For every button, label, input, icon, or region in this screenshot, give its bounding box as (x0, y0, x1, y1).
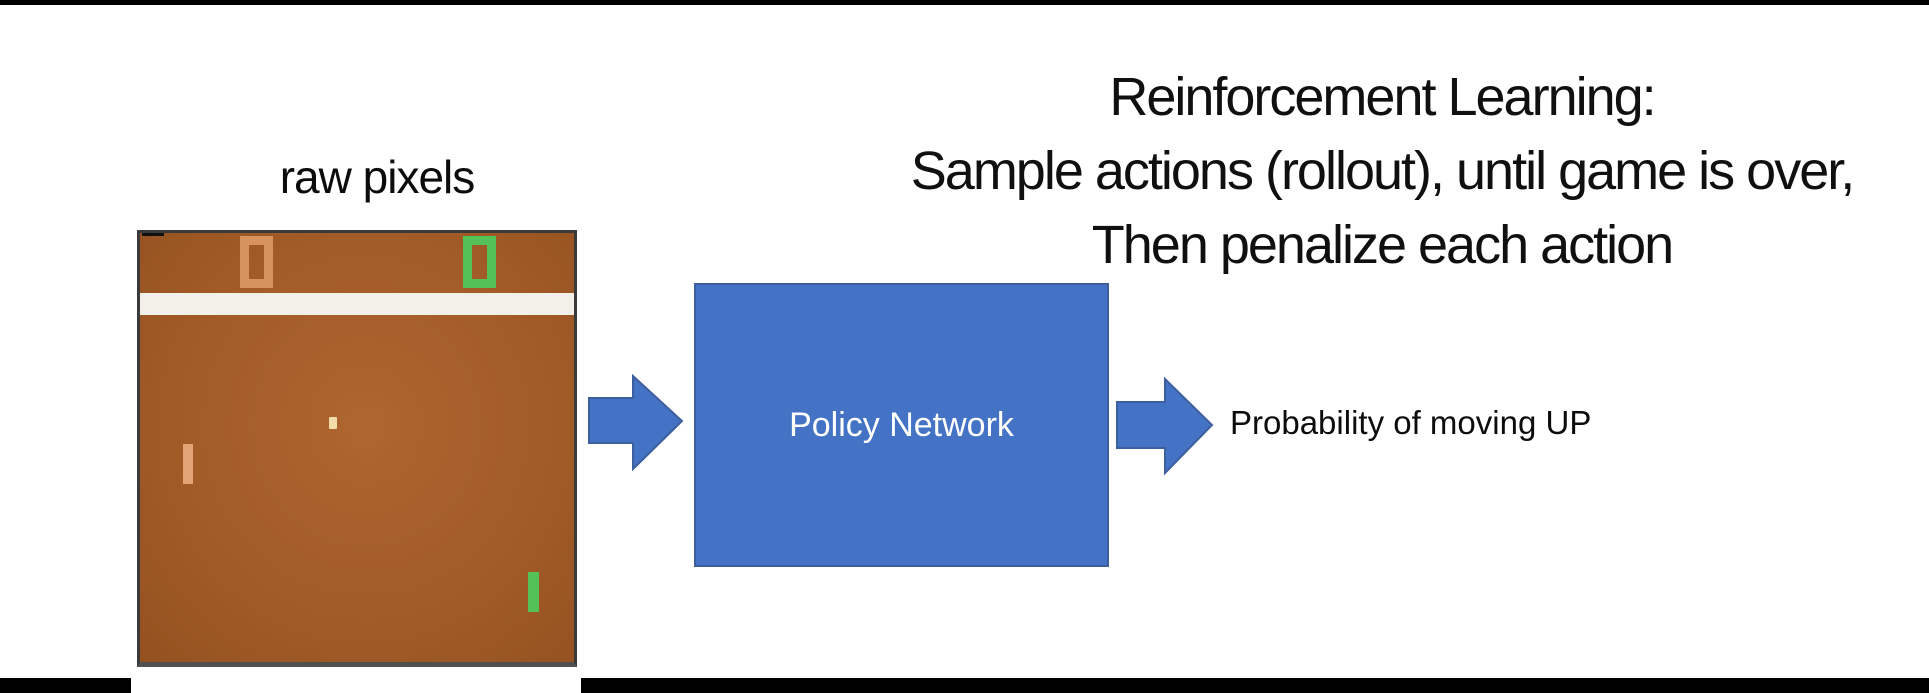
raw-pixels-label: raw pixels (279, 151, 476, 203)
title-block: Reinforcement Learning: Sample actions (… (835, 60, 1929, 282)
game-ball (329, 417, 337, 429)
bottom-border-bar-left (0, 678, 131, 693)
output-probability-label: Probability of moving UP (1230, 404, 1592, 441)
bottom-border-bar-right (581, 678, 1929, 693)
game-top-wall (140, 293, 574, 315)
title-line-2: Sample actions (rollout), until game is … (910, 141, 1855, 201)
pong-game-screenshot (137, 230, 577, 667)
title-line-1: Reinforcement Learning: (1109, 67, 1656, 127)
top-border-bar (0, 0, 1929, 5)
right-player-score-digit (463, 236, 496, 288)
output-arrow-icon (1116, 376, 1214, 476)
input-arrow-icon (588, 373, 684, 471)
policy-network-box: Policy Network (694, 283, 1109, 567)
left-player-score-digit (240, 236, 273, 288)
policy-network-label: Policy Network (789, 405, 1014, 444)
game-top-left-mark (142, 233, 164, 236)
title-line-3: Then penalize each action (1091, 215, 1674, 275)
right-paddle (528, 572, 539, 612)
left-paddle (183, 444, 193, 484)
